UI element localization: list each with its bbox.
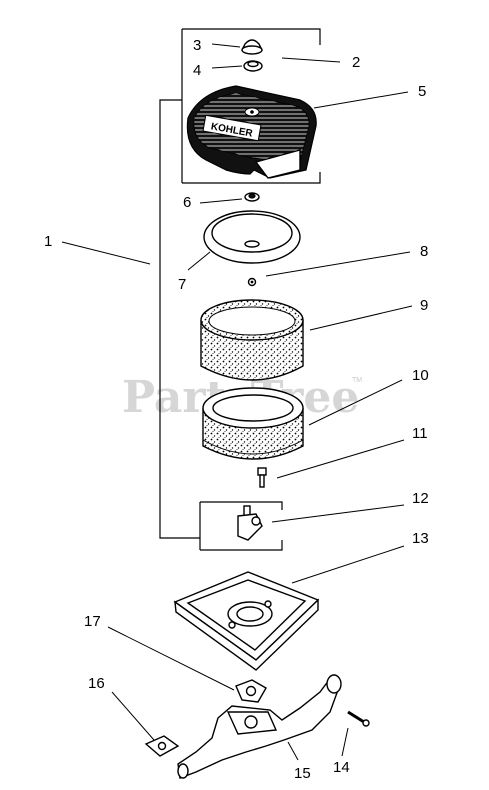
air-cleaner-cover: KOHLER: [186, 85, 317, 179]
washer: [243, 60, 263, 72]
mounting-screw: [347, 710, 370, 727]
callout-6: 6: [183, 194, 191, 211]
callouts: 1 2 3 4 5 6 7 8 9 10 11 12 13 14 15 16 1…: [44, 37, 429, 782]
callout-3: 3: [193, 37, 201, 54]
air-cleaner-base: [173, 571, 320, 671]
cover-assembly-frame: [181, 28, 321, 184]
breather-tube-frame: [199, 501, 283, 551]
brand-plate: [202, 114, 262, 142]
callout-16: 16: [88, 675, 105, 692]
breather-tube: [237, 505, 263, 541]
seal-nut: [247, 277, 257, 287]
callout-15: 15: [294, 765, 311, 782]
callout-9: 9: [420, 297, 428, 314]
callout-13: 13: [412, 530, 429, 547]
callout-12: 12: [412, 490, 429, 507]
callout-4: 4: [193, 62, 201, 79]
callout-1: 1: [44, 233, 52, 250]
paper-filter-element: [202, 387, 304, 460]
precleaner: [200, 299, 304, 381]
callout-11: 11: [412, 425, 428, 442]
callout-7: 7: [178, 276, 186, 293]
callout-14: 14: [333, 759, 350, 776]
intake-elbow: [177, 674, 342, 779]
watermark-trademark: TM: [352, 377, 362, 384]
assembly-bracket: [159, 99, 200, 539]
stud-screw: [257, 467, 267, 488]
callout-10: 10: [412, 367, 429, 384]
filter-lid: [203, 210, 301, 264]
callout-17: 17: [84, 613, 101, 630]
grommet: [244, 192, 260, 202]
callout-5: 5: [418, 83, 426, 100]
wing-nut: [241, 39, 263, 55]
gasket: [235, 679, 267, 703]
leader-lines: [61, 43, 413, 761]
elbow-gasket: [144, 735, 180, 757]
callout-8: 8: [420, 243, 428, 260]
callout-2: 2: [352, 54, 360, 71]
